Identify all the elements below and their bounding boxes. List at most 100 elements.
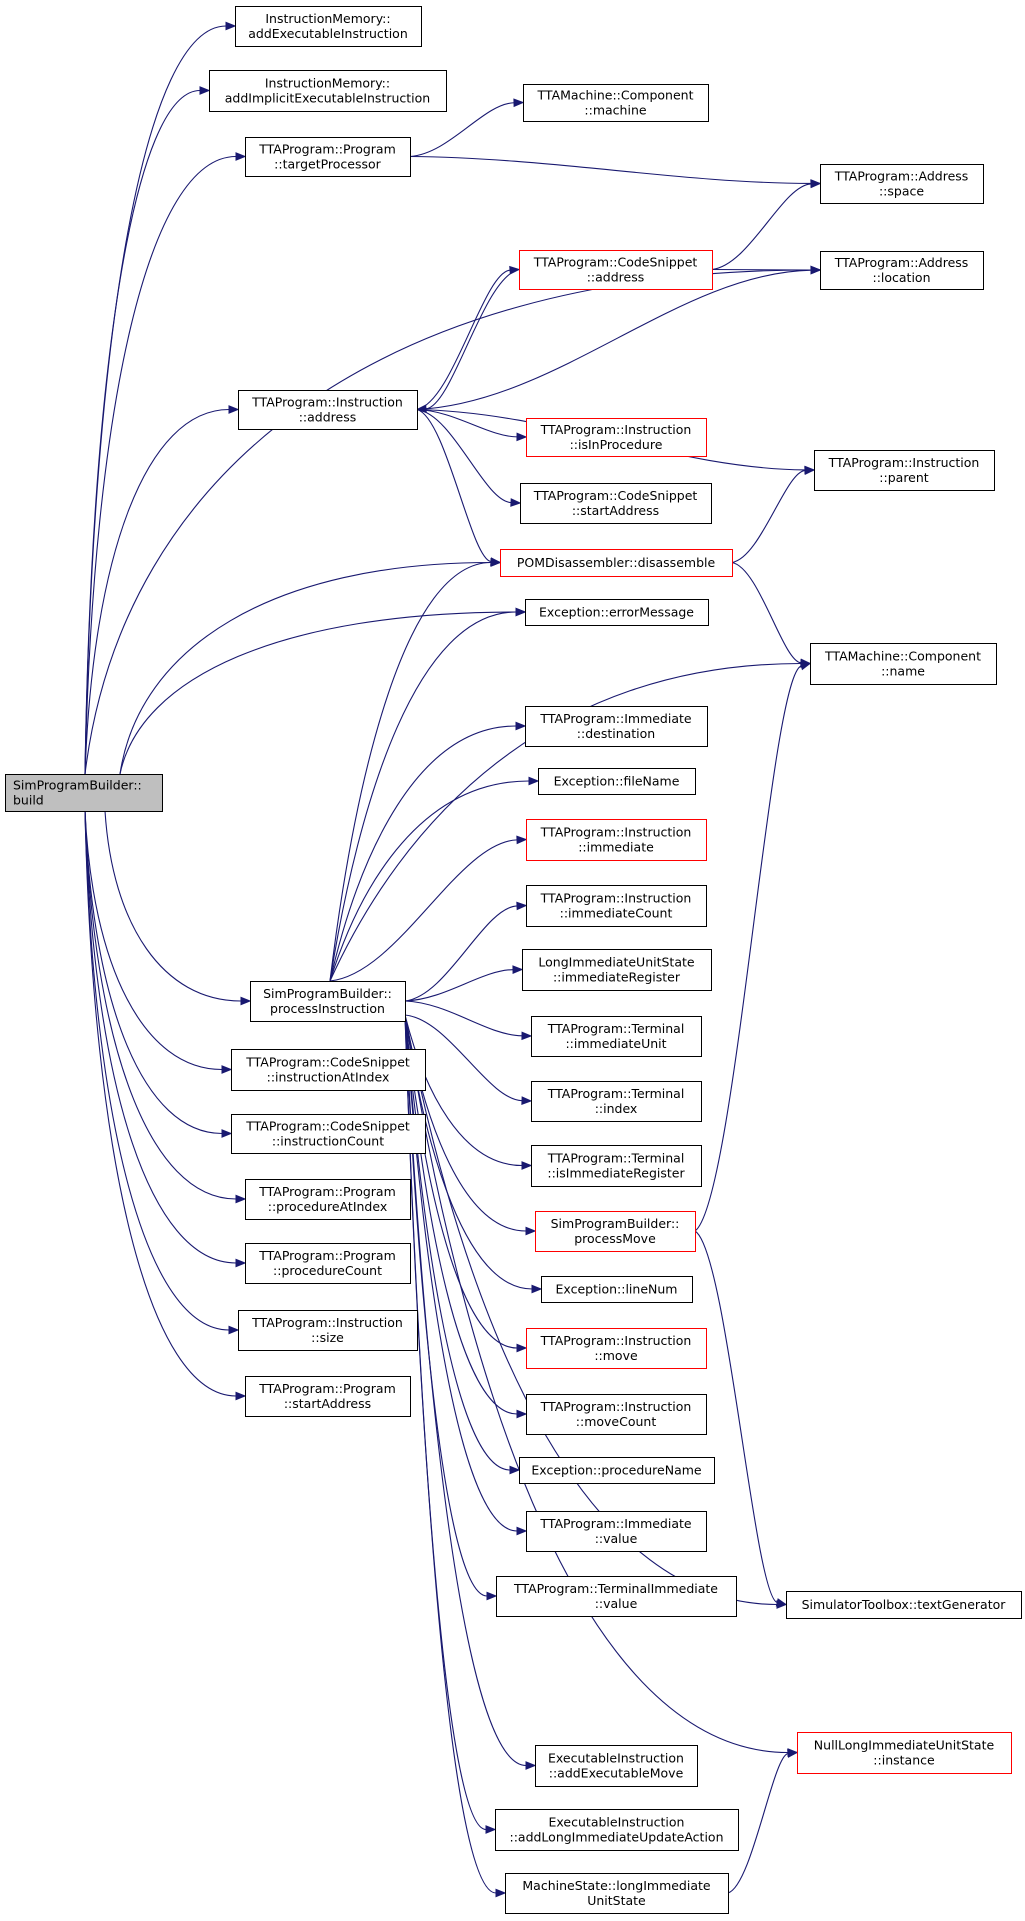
call-edge-build-progProcCount — [84, 810, 247, 1268]
node-box — [531, 1016, 702, 1057]
edge-line — [416, 408, 492, 563]
node-fileName[interactable]: Exception::fileName — [538, 768, 696, 795]
node-targetProc[interactable]: TTAProgram::Program::targetProcessor — [245, 137, 411, 177]
edge-line — [404, 1000, 523, 1037]
node-label-line: POMDisassembler::disassemble — [517, 555, 716, 570]
node-label-line: ::name — [881, 664, 925, 679]
call-edge-procMove-textGen — [694, 1230, 788, 1607]
node-label-line: processInstruction — [270, 1001, 385, 1016]
node-box — [526, 1394, 707, 1435]
edge-line — [404, 1014, 527, 1767]
edge-line — [409, 155, 812, 185]
node-csStartAddr[interactable]: TTAProgram::CodeSnippet::startAddress — [520, 483, 712, 524]
node-addExecMove[interactable]: ExecutableInstruction::addExecutableMove — [535, 1745, 698, 1787]
edge-line — [404, 1014, 789, 1754]
node-instrImm[interactable]: TTAProgram::Instruction::immediate — [526, 819, 707, 861]
node-textGen[interactable]: SimulatorToolbox::textGenerator — [786, 1591, 1022, 1619]
node-addrLocation[interactable]: TTAProgram::Address::location — [820, 251, 984, 290]
node-instrSize[interactable]: TTAProgram::Instruction::size — [238, 1310, 418, 1351]
arrowhead-icon — [228, 1325, 240, 1335]
node-procInstr[interactable]: SimProgramBuilder::processInstruction — [250, 981, 406, 1022]
node-box — [531, 1145, 702, 1187]
edge-line — [329, 662, 802, 982]
arrowhead-icon — [485, 1825, 497, 1834]
call-edge-disassemble-instrParent — [731, 466, 816, 564]
edge-line — [404, 1014, 523, 1102]
node-termIsImmReg[interactable]: TTAProgram::Terminal::isImmediateRegiste… — [531, 1145, 702, 1187]
node-label-line: SimulatorToolbox::textGenerator — [802, 1597, 1007, 1612]
node-procMove[interactable]: SimProgramBuilder::processMove — [535, 1211, 696, 1252]
node-label-line: ::value — [595, 1531, 638, 1546]
node-label-line: SimProgramBuilder:: — [13, 778, 142, 793]
node-box — [525, 599, 709, 626]
node-progStartAddr[interactable]: TTAProgram::Program::startAddress — [245, 1376, 411, 1417]
node-label-line: ::size — [311, 1330, 344, 1345]
node-addLongImm[interactable]: ExecutableInstruction::addLongImmediateU… — [495, 1809, 739, 1851]
call-edge-build-addExec — [84, 21, 237, 775]
node-instrParent[interactable]: TTAProgram::Instruction::parent — [814, 450, 995, 491]
node-instrMove[interactable]: TTAProgram::Instruction::move — [526, 1328, 707, 1369]
node-label-line: ::targetProcessor — [274, 157, 381, 172]
node-progProcCount[interactable]: TTAProgram::Program::procedureCount — [245, 1243, 411, 1284]
edge-line — [404, 905, 518, 1002]
arrowhead-icon — [509, 1465, 521, 1475]
node-immValue[interactable]: TTAProgram::Immediate::value — [526, 1511, 707, 1552]
call-edge-procInstr-disassemble — [329, 558, 502, 982]
node-label-line: InstructionMemory:: — [265, 76, 390, 91]
arrowhead-icon — [235, 152, 247, 161]
node-csInstrCount[interactable]: TTAProgram::CodeSnippet::instructionCoun… — [231, 1114, 426, 1154]
node-box — [797, 1732, 1012, 1774]
node-csAddress[interactable]: TTAProgram::CodeSnippet::address — [519, 250, 713, 290]
arrowhead-icon — [225, 21, 237, 31]
node-label-line: ::value — [595, 1596, 638, 1611]
call-edge-instrAddress-csStartAddr — [416, 408, 522, 507]
node-termImmUnit[interactable]: TTAProgram::Terminal::immediateUnit — [531, 1016, 702, 1057]
node-csInstrAtIndex[interactable]: TTAProgram::CodeSnippet::instructionAtIn… — [231, 1049, 426, 1091]
node-lineNum[interactable]: Exception::lineNum — [541, 1276, 693, 1303]
arrowhead-icon — [515, 607, 527, 617]
call-edge-msLongImm-nullLiu — [727, 1749, 799, 1894]
arrowhead-icon — [521, 1096, 533, 1105]
node-instrMoveCount[interactable]: TTAProgram::Instruction::moveCount — [526, 1394, 707, 1435]
node-box — [535, 1745, 698, 1787]
node-box — [245, 1243, 411, 1284]
node-termImmValue[interactable]: TTAProgram::TerminalImmediate::value — [496, 1576, 737, 1617]
arrowhead-icon — [525, 1761, 537, 1770]
arrowhead-icon — [516, 835, 528, 845]
node-instrAddress[interactable]: TTAProgram::Instruction::address — [238, 390, 418, 430]
call-edge-build-csInstrCount — [84, 810, 233, 1138]
node-label-line: Exception::lineNum — [556, 1282, 678, 1297]
node-addExec[interactable]: InstructionMemory::addExecutableInstruct… — [235, 6, 422, 47]
node-liuImmReg[interactable]: LongImmediateUnitState::immediateRegiste… — [522, 949, 712, 991]
node-label-line: TTAProgram::Address — [834, 255, 969, 270]
node-immDest[interactable]: TTAProgram::Immediate::destination — [525, 706, 708, 747]
node-compName[interactable]: TTAMachine::Component::name — [810, 643, 997, 685]
node-errorMessage[interactable]: Exception::errorMessage — [525, 599, 709, 626]
call-edge-procInstr-fileName — [329, 776, 540, 982]
call-edge-procInstr-procName — [404, 1014, 521, 1475]
node-addrSpace[interactable]: TTAProgram::Address::space — [820, 164, 984, 204]
node-build[interactable]: SimProgramBuilder::build — [5, 774, 163, 812]
arrowhead-icon — [531, 1284, 543, 1294]
node-progProcAtIndex[interactable]: TTAProgram::Program::procedureAtIndex — [245, 1179, 411, 1220]
call-edge-procInstr-termIndex — [404, 1014, 533, 1105]
node-procName[interactable]: Exception::procedureName — [519, 1457, 715, 1484]
node-termIndex[interactable]: TTAProgram::Terminal::index — [531, 1081, 702, 1122]
node-box — [531, 1081, 702, 1122]
node-instrImmCount[interactable]: TTAProgram::Instruction::immediateCount — [526, 885, 707, 927]
nodes-layer: SimProgramBuilder::build InstructionMemor… — [5, 6, 1022, 1914]
node-nullLiu[interactable]: NullLongImmediateUnitState::instance — [797, 1732, 1012, 1774]
node-label-line: TTAProgram::Instruction — [828, 455, 980, 470]
node-compMachine[interactable]: TTAMachine::Component::machine — [523, 84, 709, 122]
node-disassemble[interactable]: POMDisassembler::disassemble — [500, 549, 733, 577]
node-box — [786, 1591, 1022, 1619]
node-box — [245, 1376, 411, 1417]
node-label-line: addExecutableInstruction — [248, 26, 408, 41]
node-label-line: ::isImmediateRegister — [547, 1166, 685, 1181]
edge-line — [404, 969, 514, 1002]
node-addImplicit[interactable]: InstructionMemory::addImplicitExecutable… — [209, 70, 447, 112]
edge-line — [84, 810, 237, 1200]
call-edge-build-targetProc — [84, 152, 247, 775]
node-isInProc[interactable]: TTAProgram::Instruction::isInProcedure — [526, 418, 707, 457]
